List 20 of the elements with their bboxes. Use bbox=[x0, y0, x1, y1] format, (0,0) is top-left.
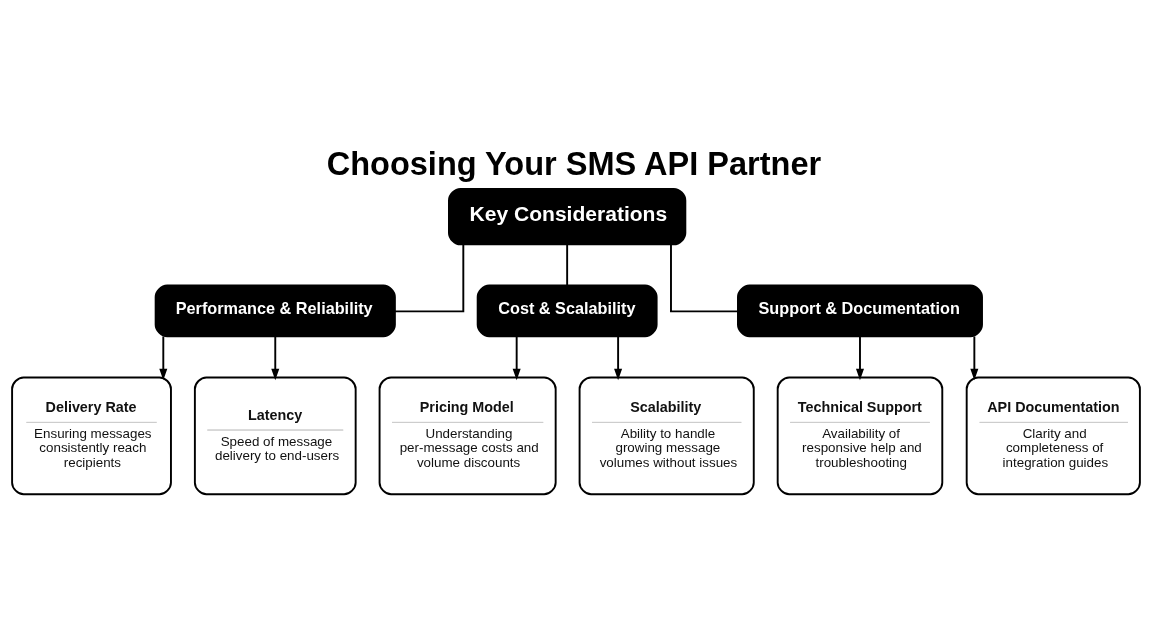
diagram-title: Choosing Your SMS API Partner bbox=[326, 145, 822, 182]
node-box: Cost & Scalability bbox=[476, 284, 658, 338]
node-box: API Documentation Clarity and completeness of integration guides bbox=[965, 376, 1141, 496]
connector bbox=[670, 243, 739, 313]
arrow bbox=[855, 335, 864, 381]
arrow bbox=[970, 335, 979, 381]
node-box: Pricing Model Understanding per-message costs and volume discounts bbox=[378, 376, 557, 496]
arrow bbox=[512, 335, 521, 381]
node-box: Key Considerations bbox=[448, 187, 687, 246]
connector bbox=[566, 243, 569, 287]
node-box: Latency Speed of message delivery to end-users bbox=[193, 376, 357, 496]
node-box: Technical Support Availability of responsive help and troubleshooting bbox=[776, 376, 944, 496]
arrow bbox=[614, 335, 623, 381]
arrow bbox=[159, 335, 168, 381]
node-box: Scalability Ability to handle growing message volumes without issues bbox=[578, 376, 755, 496]
node-box: Performance & Reliability bbox=[154, 284, 396, 338]
arrow bbox=[271, 335, 280, 381]
node-box: Delivery Rate Ensuring messages consistently reach recipients bbox=[11, 376, 172, 496]
node-box: Support & Documentation bbox=[737, 284, 983, 338]
connector bbox=[393, 243, 465, 313]
